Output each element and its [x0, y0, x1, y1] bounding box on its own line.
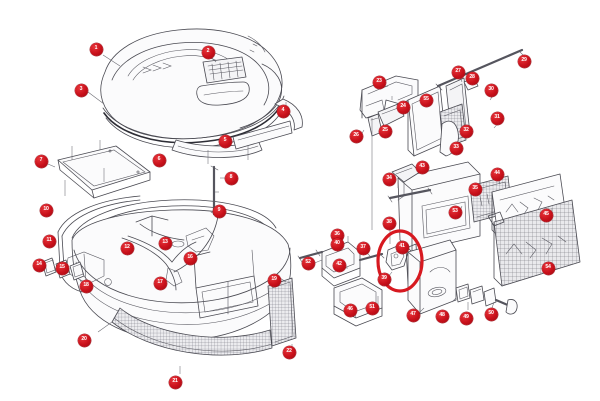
callout-badge-21[interactable]: 21	[168, 375, 182, 389]
callout-badge-54[interactable]: 54	[541, 261, 555, 275]
callout-badge-49[interactable]: 49	[459, 311, 473, 325]
callout-badge-22[interactable]: 22	[282, 345, 296, 359]
callout-badge-2[interactable]: 2	[201, 45, 215, 59]
callout-badge-52[interactable]: 52	[301, 256, 315, 270]
callout-badge-19[interactable]: 19	[267, 273, 281, 287]
callout-badge-39[interactable]: 39	[377, 272, 391, 286]
callout-badge-31[interactable]: 31	[490, 111, 504, 125]
callout-badge-33[interactable]: 33	[449, 141, 463, 155]
callout-badge-28[interactable]: 28	[465, 71, 479, 85]
callout-badge-40[interactable]: 40	[330, 237, 344, 251]
callout-badge-27[interactable]: 27	[451, 65, 465, 79]
callout-badge-3[interactable]: 3	[74, 83, 88, 97]
red-highlight-ellipse	[376, 229, 424, 293]
callout-badge-15[interactable]: 15	[55, 261, 69, 275]
callout-badge-16[interactable]: 16	[183, 251, 197, 265]
callout-badge-20[interactable]: 20	[77, 333, 91, 347]
callout-badge-42[interactable]: 42	[332, 258, 346, 272]
callout-badge-17[interactable]: 17	[153, 276, 167, 290]
callout-badge-45[interactable]: 45	[539, 208, 553, 222]
callout-badge-37[interactable]: 37	[356, 241, 370, 255]
callout-badge-9[interactable]: 9	[212, 204, 226, 218]
right-hardware-group	[297, 48, 581, 327]
callout-badge-53[interactable]: 53	[448, 205, 462, 219]
callout-badge-48[interactable]: 48	[435, 309, 449, 323]
top-case-lid-group	[100, 28, 286, 149]
reflector-panels-left	[97, 277, 297, 374]
callout-badge-29[interactable]: 29	[517, 54, 531, 68]
callout-badge-5[interactable]: 5	[218, 134, 232, 148]
callout-badge-25[interactable]: 25	[378, 124, 392, 138]
callout-badge-50[interactable]: 50	[484, 307, 498, 321]
callout-badge-12[interactable]: 12	[120, 241, 134, 255]
callout-badge-23[interactable]: 23	[372, 75, 386, 89]
callout-badge-51[interactable]: 51	[365, 301, 379, 315]
callout-badge-7[interactable]: 7	[34, 154, 48, 168]
callout-badge-11[interactable]: 11	[42, 234, 56, 248]
callout-badge-24[interactable]: 24	[396, 100, 410, 114]
callout-badge-55[interactable]: 55	[419, 93, 433, 107]
base-plate-group	[47, 140, 151, 199]
callout-badge-4[interactable]: 4	[276, 104, 290, 118]
callout-badge-10[interactable]: 10	[39, 203, 53, 217]
callout-badge-34[interactable]: 34	[382, 172, 396, 186]
callout-badge-1[interactable]: 1	[89, 42, 103, 56]
callout-badge-6[interactable]: 6	[152, 153, 166, 167]
callout-badge-46[interactable]: 46	[343, 303, 357, 317]
callout-badge-44[interactable]: 44	[490, 167, 504, 181]
callout-badge-41[interactable]: 41	[395, 240, 409, 254]
callout-badge-43[interactable]: 43	[415, 160, 429, 174]
callout-badge-13[interactable]: 13	[158, 236, 172, 250]
callout-badge-30[interactable]: 30	[484, 83, 498, 97]
callout-badge-32[interactable]: 32	[459, 124, 473, 138]
callout-badge-14[interactable]: 14	[32, 258, 46, 272]
callout-badge-18[interactable]: 18	[79, 279, 93, 293]
case-body-group	[41, 165, 292, 341]
callout-badge-26[interactable]: 26	[349, 129, 363, 143]
callout-badge-38[interactable]: 38	[382, 216, 396, 230]
callout-badge-47[interactable]: 47	[406, 308, 420, 322]
callout-badge-35[interactable]: 35	[468, 182, 482, 196]
callout-badge-8[interactable]: 8	[224, 171, 238, 185]
